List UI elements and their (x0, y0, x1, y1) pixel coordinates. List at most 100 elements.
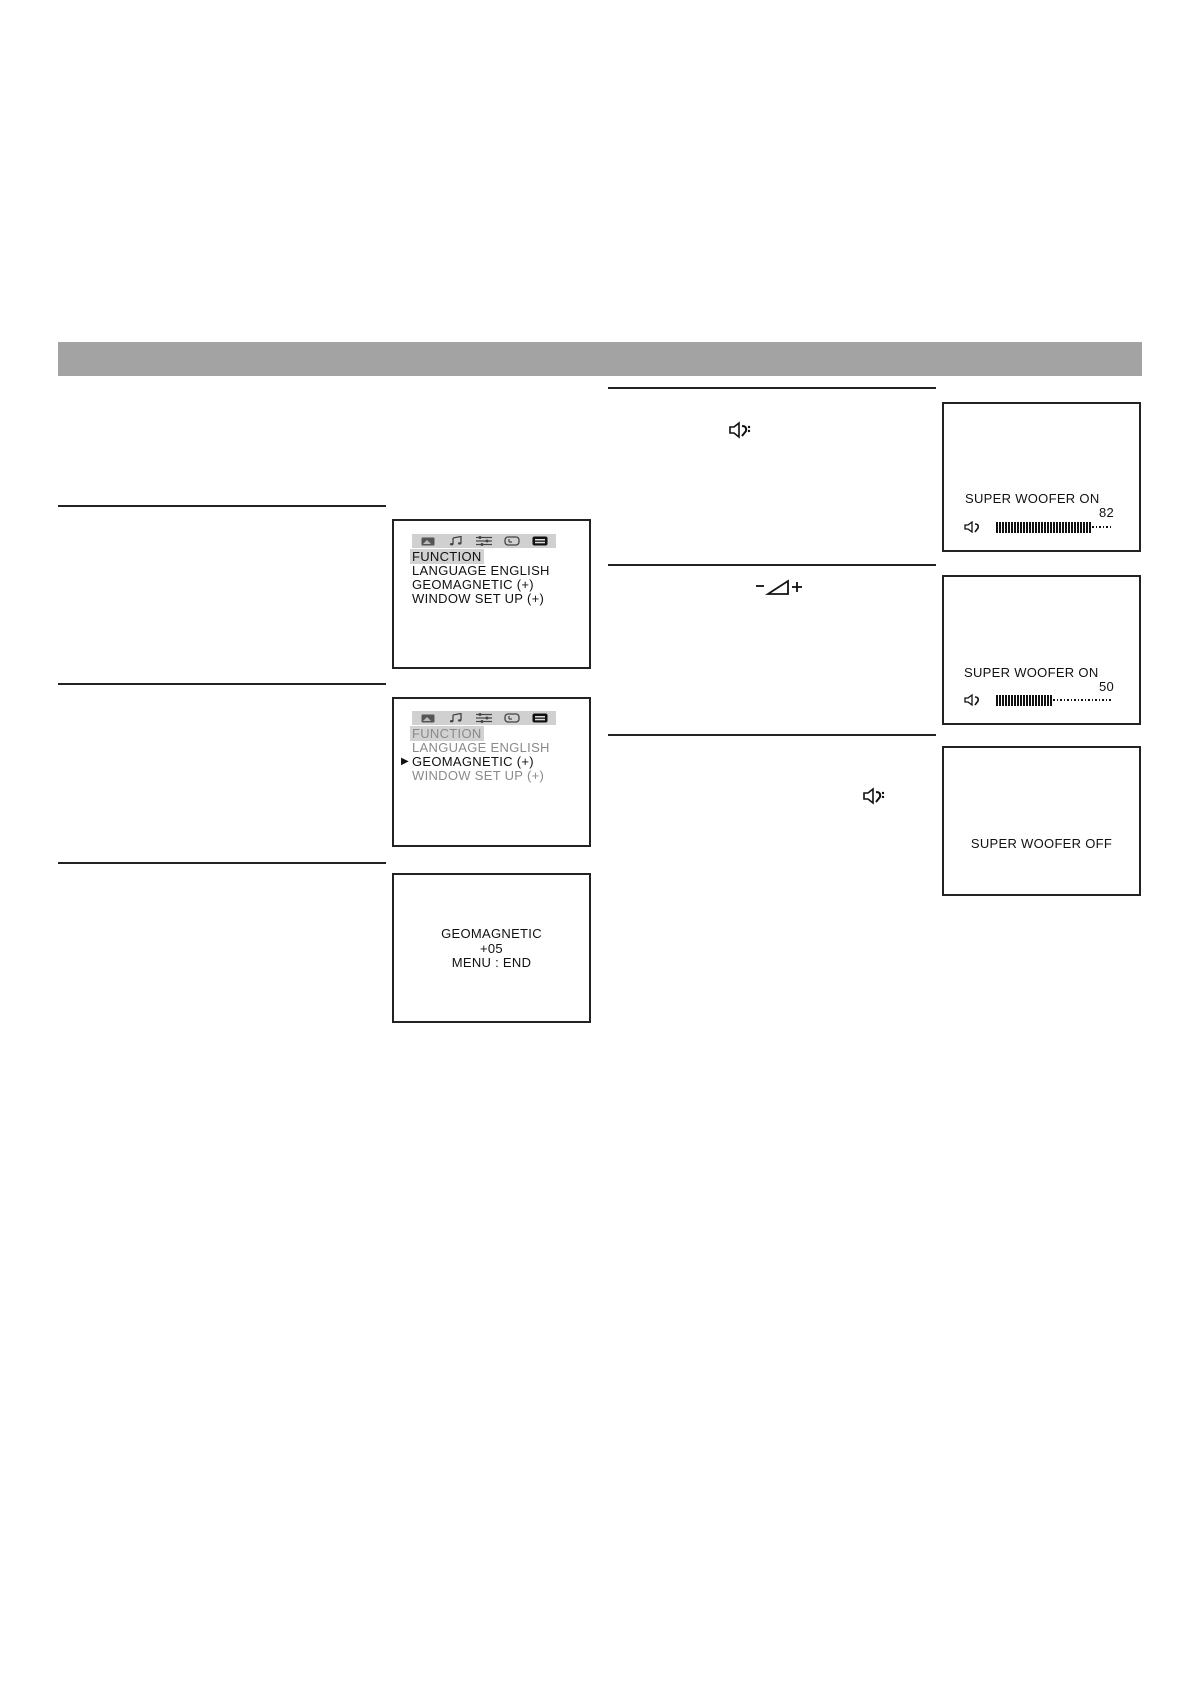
level-bar-tick (1029, 521, 1031, 533)
level-bar-dot (1077, 699, 1079, 701)
level-bar-tick (1020, 694, 1022, 706)
level-bar-dot (1095, 526, 1097, 528)
level-bar-tick (1080, 521, 1082, 533)
timer-tab-icon (499, 713, 525, 723)
level-bar-tick (1029, 694, 1031, 706)
menu-tab-bar (412, 534, 556, 548)
level-bar-tick (1041, 694, 1043, 706)
level-bar-tick (1032, 521, 1034, 533)
level-bar-tick (1074, 521, 1076, 533)
geomagnetic-value: +05 (480, 941, 503, 956)
level-bar-tick (1038, 694, 1040, 706)
level-bar-dot (1092, 526, 1094, 528)
level-bar-dot (1053, 699, 1055, 701)
level-bar-tick (1044, 521, 1046, 533)
timer-tab-icon (499, 536, 525, 546)
level-bar-dot (1081, 699, 1083, 701)
super-woofer-status: SUPER WOOFER ON (964, 665, 1099, 680)
level-bar-tick (1071, 521, 1073, 533)
level-bar-tick (1077, 521, 1079, 533)
menu-item-language: LANGUAGE ENGLISH (412, 563, 550, 578)
music-tab-icon (443, 536, 469, 546)
menu-item-geomagnetic: GEOMAGNETIC (+) (412, 577, 534, 592)
super-woofer-icon (964, 693, 984, 712)
super-woofer-level: 50 (1099, 679, 1115, 694)
level-bar-tick (1062, 521, 1064, 533)
level-bar-tick (1047, 694, 1049, 706)
level-bar-tick (1002, 694, 1004, 706)
level-bar-tick (1050, 694, 1052, 706)
level-bar-tick (1023, 694, 1025, 706)
menu-item-function: FUNCTION (410, 726, 484, 741)
menu-item-geomagnetic: GEOMAGNETIC (+) (412, 754, 534, 769)
level-bar-tick (1059, 521, 1061, 533)
level-bar-tick (1053, 521, 1055, 533)
level-bar-dot (1106, 526, 1108, 528)
super-woofer-icon (728, 420, 752, 445)
level-bar-tick (1011, 521, 1013, 533)
menu-item-window-setup: WINDOW SET UP (+) (412, 768, 545, 783)
geomagnetic-title: GEOMAGNETIC (441, 926, 542, 941)
level-bar-tick (1038, 521, 1040, 533)
level-bar-dot (1056, 699, 1058, 701)
level-bar-tick (996, 694, 998, 706)
level-bar-tick (1014, 694, 1016, 706)
adjust-tab-icon (471, 536, 497, 546)
super-woofer-status: SUPER WOOFER ON (965, 491, 1100, 506)
level-bar-dot (1099, 526, 1101, 528)
level-bar-tick (1017, 521, 1019, 533)
menu-tab-bar (412, 711, 556, 725)
level-bar-tick (1089, 521, 1091, 533)
step-divider (58, 683, 386, 685)
level-bar-tick (1068, 521, 1070, 533)
geomagnetic-footer: MENU : END (451, 955, 532, 970)
level-bar-tick (1023, 521, 1025, 533)
super-woofer-level-bar (996, 694, 1113, 706)
super-woofer-icon (964, 520, 984, 539)
level-bar-dot (1109, 526, 1111, 528)
level-bar-tick (1005, 521, 1007, 533)
level-bar-dot (1098, 699, 1100, 701)
menu-screen-geomagnetic-selected: FUNCTION LANGUAGE ENGLISH ▶ GEOMAGNETIC … (392, 697, 591, 847)
level-bar-dot (1102, 699, 1104, 701)
volume-minus-plus-icon (754, 577, 806, 602)
super-woofer-on-screen: SUPER WOOFER ON 50 (942, 575, 1141, 725)
level-bar-tick (1047, 521, 1049, 533)
level-bar-tick (1014, 521, 1016, 533)
menu-screen-function: FUNCTION LANGUAGE ENGLISH GEOMAGNETIC (+… (392, 519, 591, 669)
level-bar-tick (1008, 694, 1010, 706)
menu-item-window-setup: WINDOW SET UP (+) (412, 591, 545, 606)
level-bar-tick (1041, 521, 1043, 533)
level-bar-dot (1095, 699, 1097, 701)
super-woofer-on-screen: SUPER WOOFER ON 82 (942, 402, 1141, 552)
level-bar-tick (1044, 694, 1046, 706)
function-tab-icon (527, 536, 553, 546)
super-woofer-status: SUPER WOOFER OFF (970, 836, 1113, 851)
picture-tab-icon (415, 713, 441, 723)
step-divider (58, 862, 386, 864)
level-bar-tick (1050, 521, 1052, 533)
music-tab-icon (443, 713, 469, 723)
menu-item-function: FUNCTION (410, 549, 484, 564)
level-bar-tick (1002, 521, 1004, 533)
level-bar-dot (1088, 699, 1090, 701)
level-bar-dot (1105, 699, 1107, 701)
super-woofer-level-bar (996, 521, 1113, 533)
selection-cursor-icon: ▶ (401, 756, 409, 767)
level-bar-tick (1035, 694, 1037, 706)
super-woofer-icon (862, 786, 886, 811)
level-bar-dot (1084, 699, 1086, 701)
level-bar-tick (1065, 521, 1067, 533)
level-bar-tick (999, 521, 1001, 533)
level-bar-tick (1032, 694, 1034, 706)
level-bar-tick (1011, 694, 1013, 706)
geomagnetic-adjust-screen: GEOMAGNETIC +05 MENU : END (392, 873, 591, 1023)
picture-tab-icon (415, 536, 441, 546)
level-bar-tick (1086, 521, 1088, 533)
level-bar-tick (996, 521, 998, 533)
step-divider (608, 387, 936, 389)
level-bar-tick (1083, 521, 1085, 533)
super-woofer-off-screen: SUPER WOOFER OFF (942, 746, 1141, 896)
step-divider (58, 505, 386, 507)
function-tab-icon (527, 713, 553, 723)
